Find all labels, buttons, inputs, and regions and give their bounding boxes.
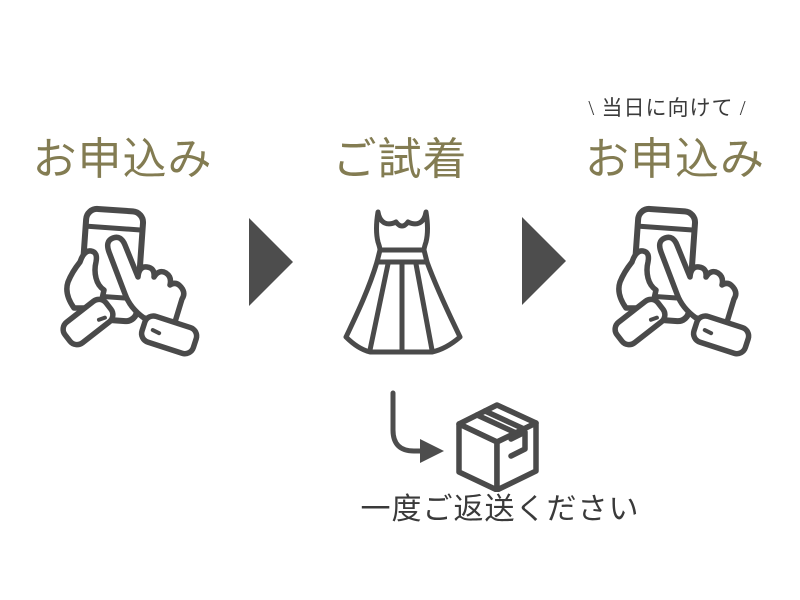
dress-icon bbox=[342, 208, 464, 358]
step-reapply-label: お申込み bbox=[585, 135, 765, 184]
flow-arrow-icon bbox=[249, 218, 293, 306]
step-try-on-label: ご試着 bbox=[332, 135, 468, 184]
step-apply-label: お申込み bbox=[32, 135, 213, 184]
return-note: 一度ご返送ください bbox=[360, 493, 640, 526]
event-day-annotation: \ 当日に向けて / bbox=[588, 96, 747, 120]
curved-arrow-icon bbox=[386, 390, 448, 470]
package-box-icon bbox=[455, 402, 541, 492]
phone-tap-icon bbox=[58, 200, 213, 365]
flow-arrow-icon bbox=[522, 217, 566, 305]
phone-tap-icon bbox=[610, 200, 765, 365]
